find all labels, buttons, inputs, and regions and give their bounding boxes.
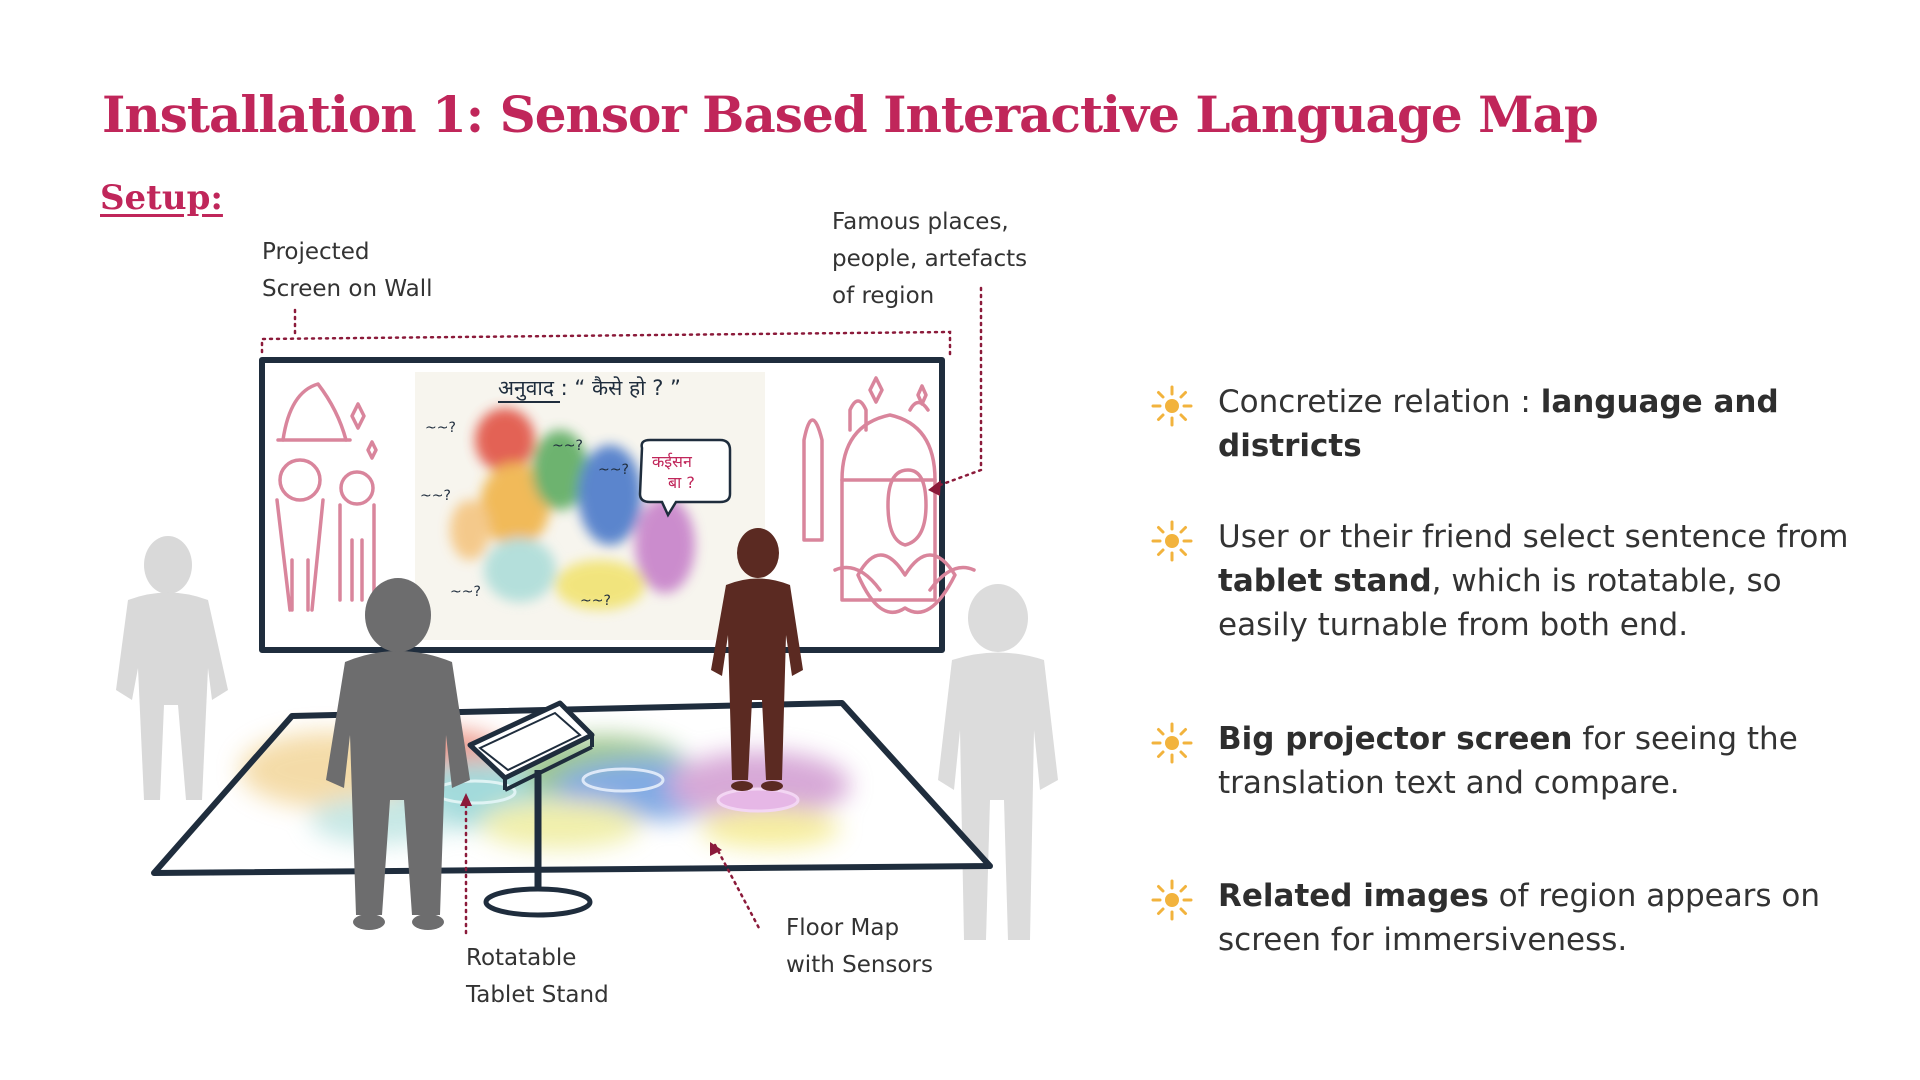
feature-item: Concretize relation : language and distr… [1150,380,1850,468]
annotation-tablet-stand: Rotatable Tablet Stand [466,940,609,1014]
feature-text: Concretize relation : [1218,384,1541,420]
annotation-line: Projected [262,239,370,265]
annotation-floor-map: Floor Map with Sensors [786,910,933,984]
annotation-famous-places: Famous places, people, artefacts of regi… [832,204,1027,315]
sun-icon [1151,722,1193,764]
annotation-projected-screen: Projected Screen on Wall [262,234,433,308]
squiggle-label: ~~? [420,488,451,504]
feature-emphasis: Big projector screen [1218,721,1573,757]
annotation-line: people, artefacts [832,246,1028,272]
section-subtitle: Setup: [100,178,223,218]
tablet-stand [467,700,595,918]
annotation-line: Rotatable [466,945,577,971]
speech-bubble: कईसन बा ? [638,438,732,518]
sun-icon [1151,520,1193,562]
visitor-figure-brown [711,528,803,791]
arrowhead-icon [460,480,941,856]
left-bystander-figure [116,536,228,800]
annotation-line: Screen on Wall [262,276,433,302]
feature-text: for seeing the translation text and comp… [1218,721,1798,801]
feature-list: Concretize relation : language and distr… [1150,380,1850,962]
feature-text: User or their friend select sentence fro… [1218,519,1849,555]
speech-line-2: बा ? [668,473,695,492]
feature-item: User or their friend select sentence fro… [1150,515,1850,647]
sun-icon [1151,385,1193,427]
translation-prompt: अनुवाद : “ कैसे हो ? ” [498,376,681,401]
feature-text: , which is rotatable, so easily turnable… [1218,563,1782,643]
sun-icon [1151,879,1193,921]
right-bystander-figure [938,584,1058,940]
feature-emphasis: tablet stand [1218,563,1432,599]
visitor-figure-gray [326,578,470,930]
people-sketch-left [275,382,378,612]
monument-sketch-right [802,376,976,614]
feature-text: of region appears on screen for immersiv… [1218,878,1821,958]
annotation-line: with Sensors [786,952,933,978]
annotation-connectors [260,286,983,937]
annotation-line: Famous places, [832,209,1009,235]
squiggle-label: ~~? [580,593,611,609]
feature-item: Big projector screen for seeing the tran… [1150,717,1850,805]
page-title: Installation 1: Sensor Based Interactive… [102,85,1599,144]
squiggle-label: ~~? [598,462,629,478]
annotation-line: of region [832,283,935,309]
squiggle-label: ~~? [552,438,583,454]
annotation-line: Tablet Stand [466,982,609,1008]
annotation-line: Floor Map [786,915,900,941]
feature-item: Related images of region appears on scre… [1150,874,1850,962]
feature-emphasis: Related images [1218,878,1489,914]
speech-line-1: कईसन [652,452,693,471]
squiggle-label: ~~? [450,584,481,600]
squiggle-label: ~~? [425,420,456,436]
feature-emphasis: language and districts [1218,384,1779,464]
